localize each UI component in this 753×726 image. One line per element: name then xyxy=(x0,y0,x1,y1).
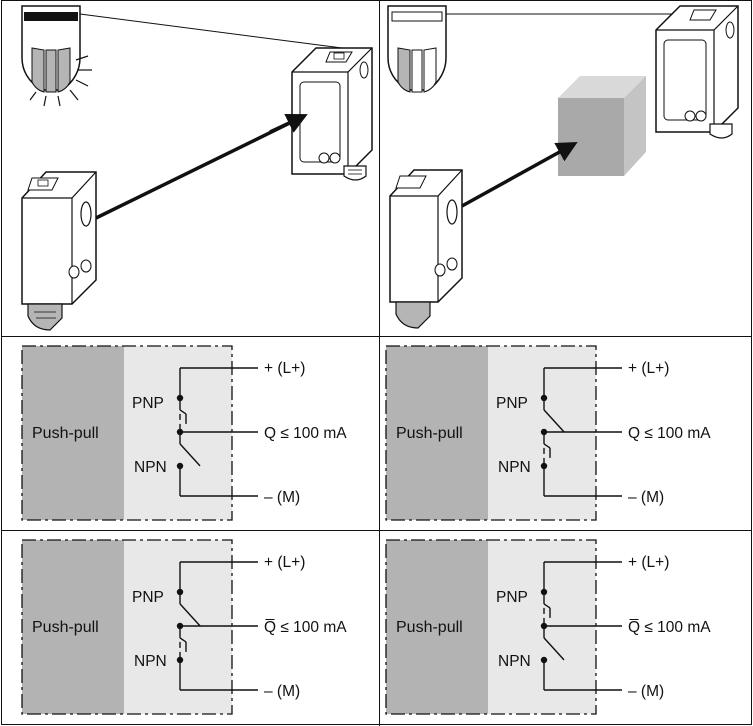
supply-negative-label: – (M) xyxy=(264,489,300,506)
light-beam-arrow xyxy=(461,141,578,208)
npn-label: NPN xyxy=(134,653,167,670)
output-current-label: Q ≤ 100 mA xyxy=(264,425,347,442)
mode-label: Push-pull xyxy=(32,425,99,442)
supply-positive-label: + (L+) xyxy=(628,554,669,571)
scene-left-light-received xyxy=(21,5,373,331)
pnp-label: PNP xyxy=(132,395,164,412)
mode-label: Push-pull xyxy=(32,619,99,636)
npn-label: NPN xyxy=(498,459,531,476)
light-beam-arrow xyxy=(95,113,308,220)
receiver-sensor-icon xyxy=(291,47,373,181)
supply-positive-label: + (L+) xyxy=(264,360,305,377)
pnp-label: PNP xyxy=(496,395,528,412)
indicator-lamp-off-icon xyxy=(387,5,447,93)
supply-negative-label: – (M) xyxy=(264,683,300,700)
indicator-lamp-lit-icon xyxy=(21,5,92,107)
supply-negative-label: – (M) xyxy=(628,489,664,506)
supply-positive-label: + (L+) xyxy=(628,360,669,377)
sender-sensor-icon xyxy=(389,169,463,329)
output-current-label: Q̅ ≤ 100 mA xyxy=(264,619,347,636)
mode-label: Push-pull xyxy=(396,619,463,636)
circuit-panel-2: Push-pull PNP NPN + (L+) Q ≤ 100 mA – (M) xyxy=(385,345,711,521)
circuit-panel-3: Push-pull PNP NPN + (L+) Q̅ ≤ 100 mA – (M) xyxy=(21,539,347,715)
mode-label: Push-pull xyxy=(396,425,463,442)
sender-sensor-icon xyxy=(21,171,97,331)
output-current-label: Q̅ ≤ 100 mA xyxy=(628,619,711,636)
output-current-label: Q ≤ 100 mA xyxy=(628,425,711,442)
supply-negative-label: – (M) xyxy=(628,683,664,700)
scene-right-light-blocked xyxy=(387,5,739,329)
pnp-label: PNP xyxy=(496,589,528,606)
circuit-panel-1: Push-pull PNP NPN + (L+) Q ≤ 100 mA – (M) xyxy=(21,345,347,521)
npn-label: NPN xyxy=(498,653,531,670)
blocking-object-cube xyxy=(558,76,646,176)
receiver-sensor-icon xyxy=(655,5,739,139)
circuit-panel-4: Push-pull PNP NPN + (L+) Q̅ ≤ 100 mA – (M) xyxy=(385,539,711,715)
pnp-label: PNP xyxy=(132,589,164,606)
supply-positive-label: + (L+) xyxy=(264,554,305,571)
npn-label: NPN xyxy=(134,459,167,476)
